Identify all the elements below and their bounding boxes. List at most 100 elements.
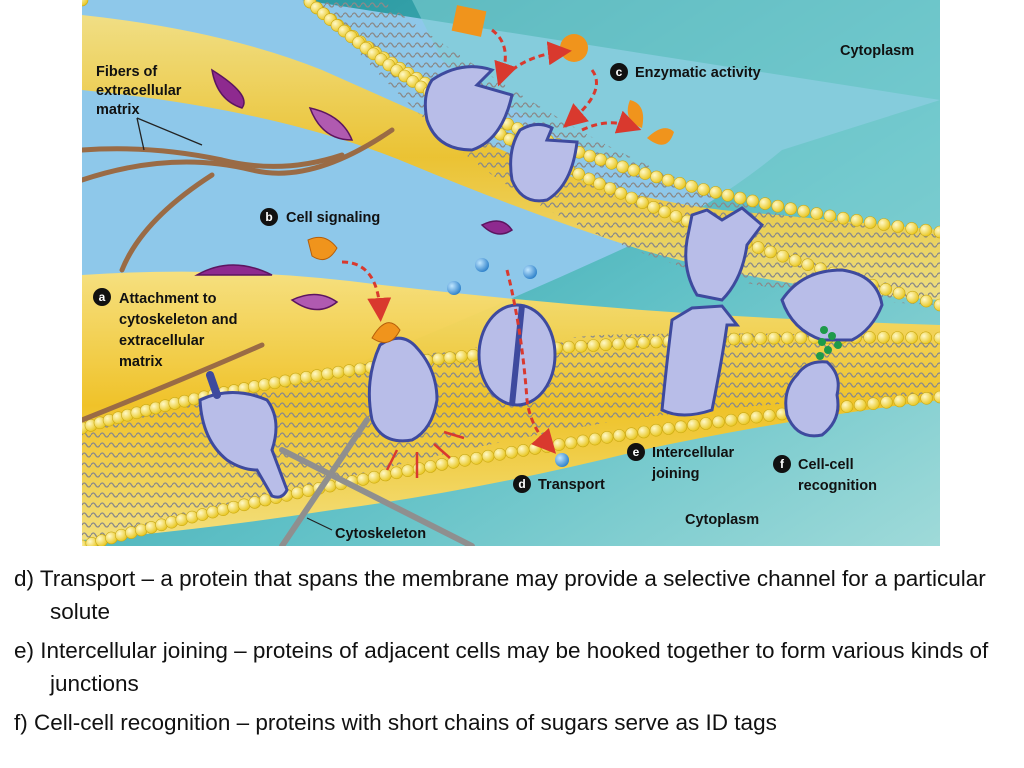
lipid-head — [746, 194, 759, 208]
transport-channel — [477, 303, 557, 407]
lipid-head — [291, 486, 304, 500]
label-cytoskeleton: Cytoskeleton — [335, 526, 426, 542]
lipid-head — [248, 496, 261, 509]
lipid-head — [185, 510, 199, 524]
lipid-head — [863, 216, 877, 229]
svg-text:Attachment to: Attachment to — [119, 291, 217, 307]
label-cytoplasm-bottom: Cytoplasm — [685, 512, 759, 528]
lipid-head — [600, 430, 614, 444]
lipid-head — [505, 445, 518, 459]
lipid-head — [582, 172, 596, 186]
svg-text:matrix: matrix — [96, 102, 140, 118]
lipid-head — [905, 331, 918, 344]
lipid-head — [877, 331, 890, 344]
lipid-head — [331, 365, 345, 379]
svg-text:recognition: recognition — [798, 478, 877, 494]
lipid-head — [836, 211, 850, 225]
svg-text:extracellular: extracellular — [119, 333, 205, 349]
lipid-head — [638, 167, 652, 180]
lipid-head — [647, 201, 660, 214]
lipid-head — [443, 351, 457, 365]
lipid-head — [599, 338, 613, 352]
lipid-head — [455, 350, 468, 363]
svg-text:matrix: matrix — [119, 354, 163, 370]
lipid-head — [540, 440, 554, 453]
lipid-head — [712, 415, 725, 429]
lipid-head — [905, 222, 919, 235]
attachment-protein — [198, 391, 289, 499]
lipid-head — [788, 254, 802, 267]
label-cytoplasm-top: Cytoplasm — [840, 43, 914, 59]
lipid-head — [879, 282, 893, 296]
lipid-head — [649, 335, 663, 349]
lipid-head — [767, 331, 781, 345]
lipid-head — [933, 331, 940, 345]
lipid-head — [289, 372, 302, 386]
caption-intercellular-joining: e) Intercellular joining – proteins of a… — [14, 638, 989, 696]
lipid-head — [709, 186, 722, 199]
lipid-head — [528, 442, 542, 455]
svg-text:joining: joining — [651, 466, 700, 482]
lipid-head — [933, 390, 940, 404]
lipid-head — [576, 434, 590, 448]
lipid-head — [562, 340, 576, 354]
lipid-head — [737, 412, 751, 425]
lipid-head — [481, 449, 495, 463]
lipid-head — [919, 223, 933, 237]
lipid-head — [353, 362, 367, 376]
lipid-head — [784, 202, 798, 215]
caption-cell-cell-recognition: f) Cell-cell recognition – proteins with… — [14, 710, 777, 735]
lipid-head — [637, 425, 651, 439]
lipid-head — [850, 214, 864, 227]
lipid-head — [625, 427, 638, 441]
lipid-head — [614, 187, 628, 200]
signal-molecule — [307, 236, 338, 261]
lipid-head — [268, 376, 282, 390]
lipid-head — [310, 369, 324, 382]
lipid-head — [605, 157, 618, 170]
lipid-head — [674, 420, 688, 434]
lipid-head — [302, 484, 315, 497]
label-b: b Cell signaling — [260, 208, 380, 226]
lipid-head — [877, 218, 891, 231]
lipid-head — [412, 462, 426, 475]
lipid-head — [697, 183, 710, 196]
lipid-head — [636, 196, 649, 209]
label-e: e Intercellular joining — [627, 443, 735, 482]
lipid-head — [390, 466, 403, 480]
lipid-head — [300, 370, 313, 384]
lipid-head — [588, 432, 602, 446]
lipid-head — [880, 395, 893, 409]
svg-text:Transport: Transport — [538, 477, 605, 493]
lipid-head — [612, 429, 626, 442]
lipid-head — [758, 197, 772, 210]
svg-text:Intercellular: Intercellular — [652, 445, 735, 461]
lipid-head — [893, 394, 907, 408]
svg-text:extracellular: extracellular — [96, 83, 182, 99]
lipid-head — [933, 225, 940, 239]
lipid-head — [216, 503, 230, 517]
lipid-head — [424, 460, 437, 473]
lipid-head — [658, 205, 672, 219]
lipid-head — [919, 294, 933, 308]
lipid-head — [661, 173, 675, 187]
lipid-head — [564, 436, 578, 450]
lipid-head — [574, 339, 588, 353]
lipid-head — [801, 258, 815, 272]
lipid-head — [435, 458, 449, 471]
lipid-head — [594, 153, 607, 166]
lipid-head — [794, 331, 808, 345]
lipid-head — [493, 447, 507, 461]
lipid-head — [593, 177, 606, 191]
lipid-head — [906, 393, 920, 406]
lipid-head — [237, 498, 251, 512]
lipid-head — [751, 241, 765, 254]
label-d: d Transport — [513, 475, 605, 493]
lipid-head — [196, 508, 209, 521]
lipid-head — [259, 493, 272, 507]
lipid-head — [740, 332, 754, 346]
recognition-protein-upper — [780, 268, 884, 342]
lipid-head — [933, 298, 940, 312]
lipid-head — [583, 149, 597, 163]
lipid-head — [750, 410, 763, 424]
